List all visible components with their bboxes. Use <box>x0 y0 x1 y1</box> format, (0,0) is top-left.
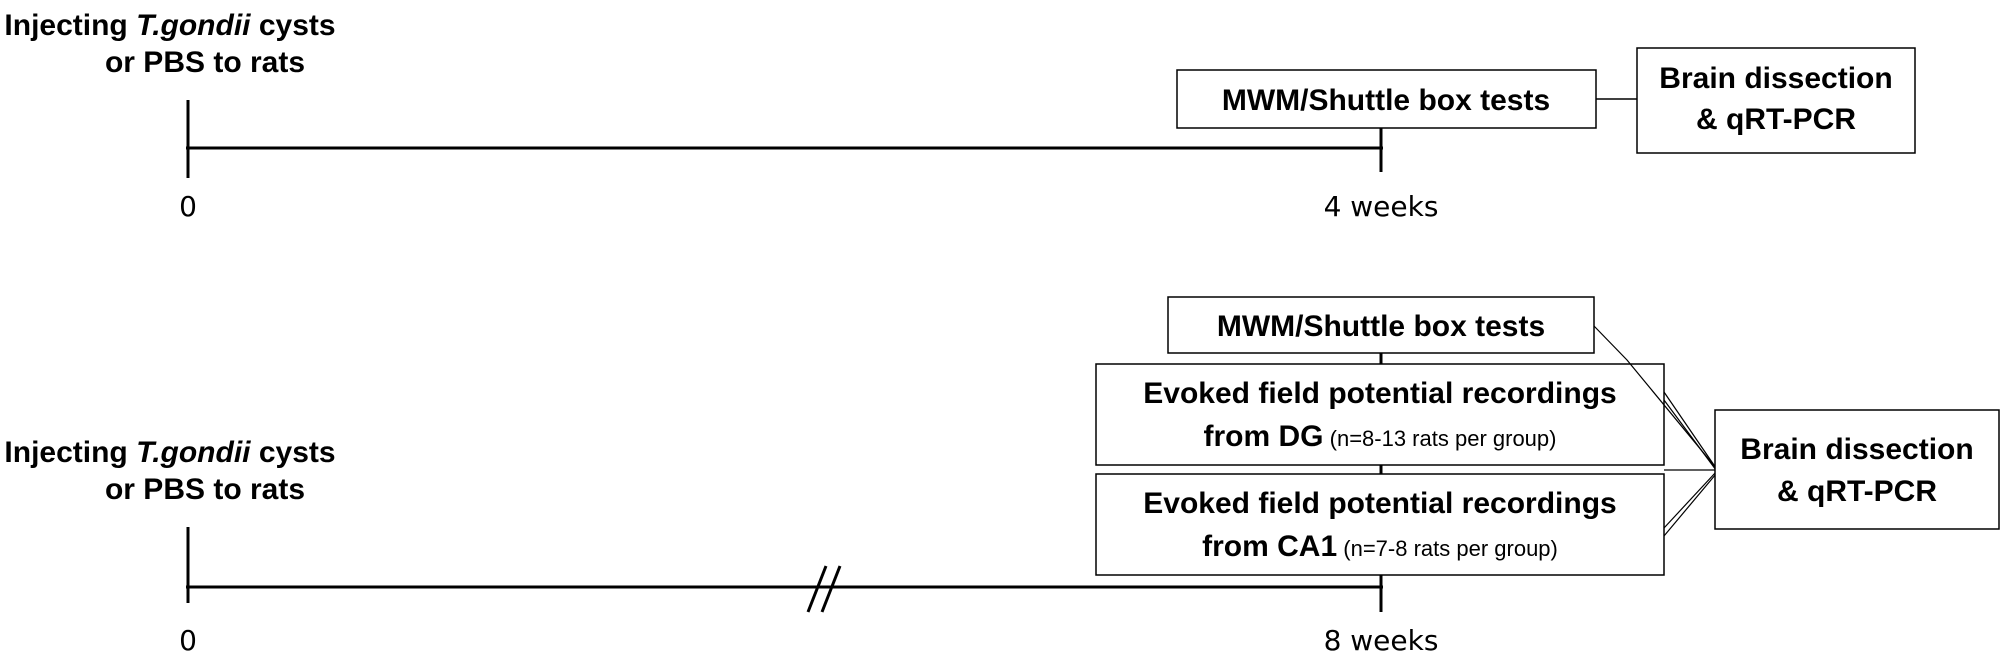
end-label: 4 weeks <box>1324 190 1439 223</box>
dg-recordings-line2: from DG (n=8-13 rats per group) <box>1204 420 1557 453</box>
dg-recordings-box <box>1095 363 1665 466</box>
tests-box <box>1167 296 1595 354</box>
start-label: 0 <box>179 190 197 223</box>
tests-box-label: MWM/Shuttle box tests <box>1222 84 1550 117</box>
ca1-recordings-line1: Evoked field potential recordings <box>1143 487 1616 520</box>
dissection-box <box>1636 47 1916 154</box>
end-label: 8 weeks <box>1324 624 1439 656</box>
ca1-recordings-box <box>1095 473 1665 576</box>
injection-label-line1: Injecting T.gondii cysts <box>4 436 335 469</box>
axis-break-mark <box>806 565 842 613</box>
dissection-box-line1: Brain dissection <box>1740 433 1973 466</box>
dissection-box-line2: & qRT-PCR <box>1696 103 1856 136</box>
timeline-panel-8-weeks: Injecting T.gondii cysts or PBS to rats … <box>4 296 2000 656</box>
dissection-box-line2: & qRT-PCR <box>1777 475 1937 508</box>
start-label: 0 <box>179 624 197 656</box>
ca1-recordings-line2: from CA1 (n=7-8 rats per group) <box>1202 530 1558 563</box>
dissection-box <box>1714 409 2000 530</box>
dg-recordings-line1: Evoked field potential recordings <box>1143 377 1616 410</box>
tests-box-label: MWM/Shuttle box tests <box>1217 310 1545 343</box>
dissection-box-line1: Brain dissection <box>1659 62 1892 95</box>
tests-box <box>1176 69 1597 129</box>
injection-label-line1: Injecting T.gondii cysts <box>4 9 335 42</box>
connectors-to-dissection <box>1593 325 1717 537</box>
timeline-panel-4-weeks: Injecting T.gondii cysts or PBS to rats … <box>4 9 1916 223</box>
injection-label-line2: or PBS to rats <box>105 473 305 506</box>
injection-label-line2: or PBS to rats <box>105 46 305 79</box>
